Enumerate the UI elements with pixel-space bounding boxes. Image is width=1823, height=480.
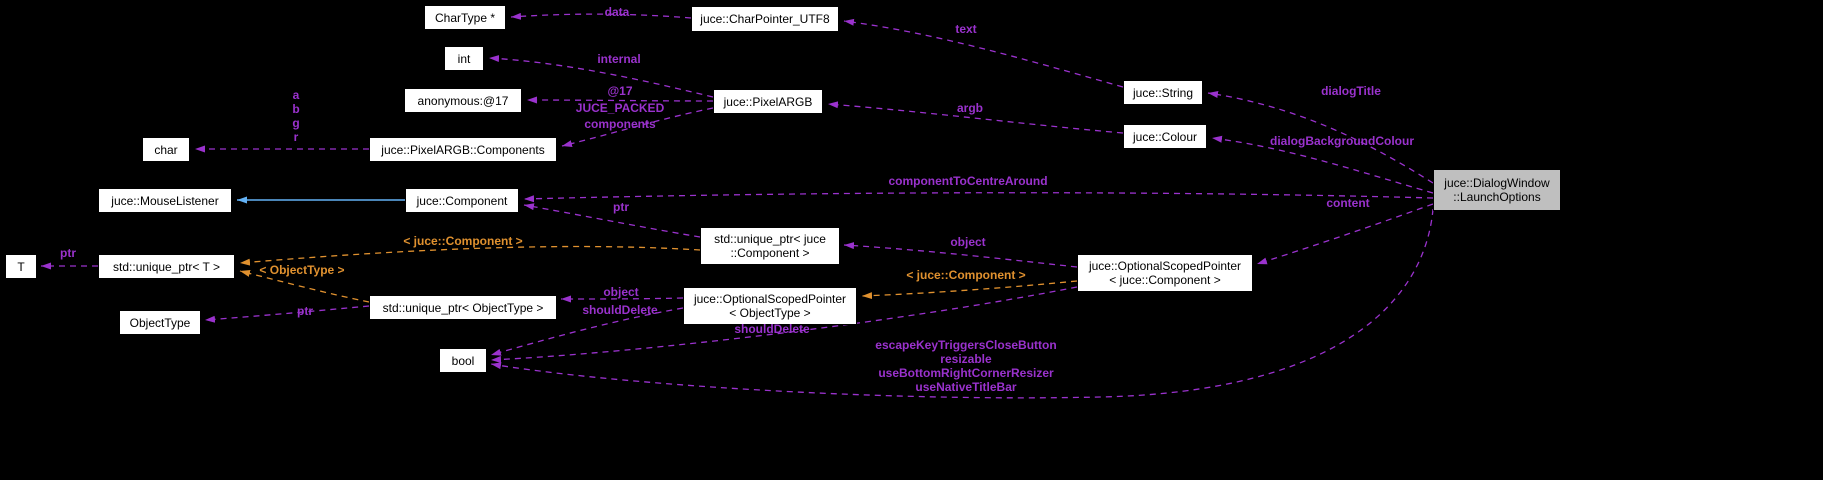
edge-dialog-background-colour — [1211, 135, 1434, 194]
edge-label-native-titlebar: useNativeTitleBar — [915, 380, 1017, 394]
class-node-pixelargb-components[interactable]: juce::PixelARGB::Components — [369, 137, 557, 162]
node-label-line1: juce::OptionalScopedPointer — [1088, 259, 1242, 273]
edge-label-ptr-objecttype: ptr — [297, 304, 313, 318]
class-node-t[interactable]: T — [5, 254, 37, 279]
edge-label-component-to-centre-around: componentToCentreAround — [888, 174, 1048, 188]
edge-component-to-centre-around — [523, 192, 1434, 203]
node-label-line1: std::unique_ptr< juce — [714, 232, 826, 246]
class-node-objecttype[interactable]: ObjectType — [119, 310, 201, 335]
edge-ptr-objecttype — [204, 305, 370, 323]
edge-label-template-component-lower: < juce::Component > — [906, 268, 1026, 282]
class-node-unique-ptr-component[interactable]: std::unique_ptr< juce ::Component > — [700, 227, 840, 265]
node-label-line2: < ObjectType > — [729, 306, 811, 320]
edge-text — [843, 18, 1124, 88]
node-label-line2: < juce::Component > — [1109, 273, 1221, 287]
edge-components — [561, 107, 714, 148]
edge-label-text: text — [955, 22, 977, 36]
edge-label-dialog-title: dialogTitle — [1321, 84, 1381, 98]
edge-label-content: content — [1326, 196, 1370, 210]
edge-label-escape-key: escapeKeyTriggersCloseButton — [875, 338, 1057, 352]
edge-content — [1256, 203, 1434, 265]
edge-argb — [827, 101, 1124, 134]
class-node-optionalscopedpointer-component[interactable]: juce::OptionalScopedPointer < juce::Comp… — [1077, 254, 1253, 292]
class-node-char[interactable]: char — [142, 137, 190, 162]
edge-label-ptr-component: ptr — [613, 200, 629, 214]
edge-at17 — [526, 96, 714, 104]
node-label-line2: ::LaunchOptions — [1453, 190, 1541, 204]
edge-label-a: a — [292, 88, 300, 102]
edge-ptr-component — [523, 203, 701, 238]
class-node-unique-ptr-t[interactable]: std::unique_ptr< T > — [98, 254, 235, 279]
node-label-line1: juce::DialogWindow — [1444, 176, 1550, 190]
edge-label-internal: internal — [597, 52, 641, 66]
class-node-mouselistener[interactable]: juce::MouseListener — [98, 188, 232, 213]
edge-label-b: b — [292, 102, 300, 116]
class-node-unique-ptr-objecttype[interactable]: std::unique_ptr< ObjectType > — [369, 295, 557, 320]
edge-template-osp — [861, 280, 1078, 300]
edge-template-unique-ptr — [239, 245, 701, 266]
class-node-int[interactable]: int — [444, 46, 484, 71]
edge-should-delete-objecttype — [490, 307, 684, 356]
edge-label-at17: @17 — [607, 84, 633, 98]
edge-label-object-upper: object — [950, 235, 986, 249]
class-node-colour[interactable]: juce::Colour — [1123, 124, 1207, 149]
class-node-dialogwindow-launchoptions[interactable]: juce::DialogWindow ::LaunchOptions — [1433, 169, 1561, 211]
edge-label-template-component-upper: < juce::Component > — [403, 234, 523, 248]
node-label-line2: ::Component > — [730, 246, 810, 260]
edge-bool-members — [490, 208, 1434, 399]
edge-label-template-objecttype: < ObjectType > — [259, 263, 345, 277]
edge-label-juce-packed: JUCE_PACKED — [575, 101, 665, 115]
edge-label-should-delete-mid: shouldDelete — [734, 322, 810, 336]
class-node-chartype[interactable]: CharType * — [424, 5, 506, 30]
edge-should-delete-component — [490, 286, 1078, 363]
edge-data — [510, 12, 692, 20]
class-node-bool[interactable]: bool — [439, 348, 487, 373]
edge-label-r: r — [293, 130, 299, 144]
class-node-charpointer-utf8[interactable]: juce::CharPointer_UTF8 — [691, 6, 839, 32]
edge-label-object-lower: object — [603, 285, 639, 299]
edge-label-resizable: resizable — [940, 352, 992, 366]
node-label-line1: juce::OptionalScopedPointer — [693, 292, 847, 306]
edge-label-g: g — [292, 116, 300, 130]
edge-label-should-delete-left: shouldDelete — [582, 303, 658, 317]
edge-label-bool-members: escapeKeyTriggersCloseButton resizable u… — [875, 338, 1056, 394]
class-node-component[interactable]: juce::Component — [405, 188, 519, 213]
edge-internal — [488, 55, 714, 98]
edge-dialog-title — [1207, 91, 1434, 184]
class-node-string[interactable]: juce::String — [1123, 80, 1203, 105]
class-node-optionalscopedpointer-objecttype[interactable]: juce::OptionalScopedPointer < ObjectType… — [683, 287, 857, 325]
edge-label-dialog-background-colour: dialogBackgroundColour — [1270, 134, 1414, 148]
edge-label-argb: argb — [956, 101, 984, 115]
edge-template-objecttype — [239, 270, 370, 303]
class-node-pixelargb[interactable]: juce::PixelARGB — [713, 89, 823, 114]
class-node-anonymous-17[interactable]: anonymous:@17 — [404, 88, 522, 113]
edge-label-components: components — [584, 117, 656, 131]
edge-object-lower — [560, 295, 684, 303]
edge-label-corner-resizer: useBottomRightCornerResizer — [878, 366, 1054, 380]
edge-label-data: data — [604, 5, 630, 19]
edge-label-ptr-t: ptr — [60, 246, 76, 260]
